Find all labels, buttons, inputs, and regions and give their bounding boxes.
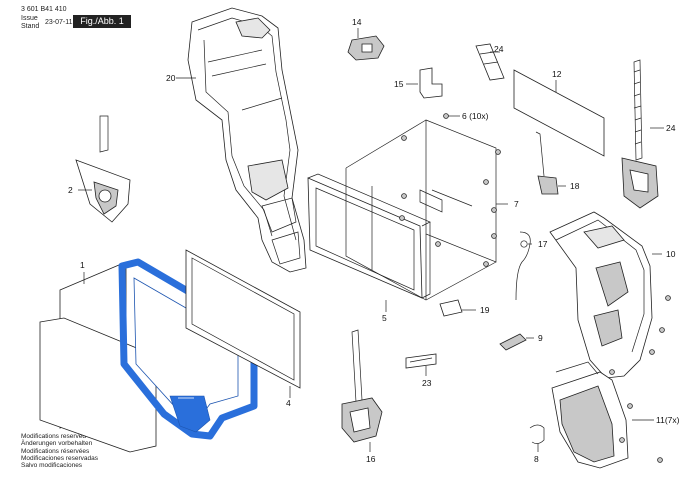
callout-4: 4 — [286, 398, 291, 408]
callout-6: 6 (10x) — [462, 111, 489, 121]
part-2-bracket — [75, 115, 131, 223]
part-14-clip — [347, 35, 385, 61]
part-17-spring — [515, 231, 531, 301]
note-es: Modificaciones reservadas — [21, 454, 98, 462]
callout-11: 11(7x) — [656, 415, 680, 425]
callout-5: 5 — [382, 313, 387, 323]
screw-icon — [609, 369, 615, 375]
screw-icon — [483, 179, 489, 185]
screw-icon — [401, 193, 407, 199]
part-5-display-frame — [307, 173, 431, 299]
screw-icon — [483, 261, 489, 267]
callout-18: 18 — [570, 181, 580, 191]
callout-9: 9 — [538, 333, 543, 343]
part-15-bracket — [419, 67, 443, 99]
callout-23: 23 — [422, 378, 432, 388]
part-12-film-sheet — [513, 69, 605, 157]
callout-7: 7 — [514, 199, 519, 209]
screw-icon — [627, 403, 633, 409]
screw-set-6 — [399, 113, 501, 267]
stand-label: Stand — [21, 23, 40, 30]
screw-icon — [401, 135, 407, 141]
callout-17: 17 — [538, 239, 548, 249]
part-10-front-housing — [549, 211, 653, 379]
note-de: Änderungen vorbehalten — [21, 440, 93, 448]
doc-number: 3 601 B41 410 — [21, 6, 67, 13]
screw-icon — [443, 113, 449, 119]
callout-14: 14 — [352, 17, 362, 27]
callout-24-gooseneck: 24 — [666, 123, 676, 133]
callout-16: 16 — [366, 454, 376, 464]
screw-icon — [665, 295, 671, 301]
screw-icon — [491, 233, 497, 239]
screw-set-11 — [609, 295, 671, 463]
screw-icon — [495, 149, 501, 155]
callout-8: 8 — [534, 454, 539, 464]
screw-icon — [491, 207, 497, 213]
screw-icon — [649, 349, 655, 355]
callout-20: 20 — [166, 73, 176, 83]
figure-label: Fig./Abb. 1 — [73, 15, 131, 28]
note-fr: Modifications réservées — [21, 447, 90, 455]
modification-notes: Modifications reserved Änderungen vorbeh… — [21, 433, 98, 469]
part-23-label — [405, 353, 437, 369]
part-20-rear-housing — [187, 7, 307, 273]
part-24-gooseneck — [621, 59, 659, 209]
screw-icon — [399, 215, 405, 221]
screw-icon — [435, 241, 441, 247]
screw-icon — [659, 327, 665, 333]
note-en: Modifications reserved — [21, 433, 87, 440]
callout-19: 19 — [480, 305, 490, 315]
issue-date: 23-07-11 — [45, 19, 73, 26]
callout-15: 15 — [394, 79, 404, 89]
part-18-cable-clip — [535, 131, 559, 195]
part-7-chassis-frame — [345, 119, 497, 301]
callout-2: 2 — [68, 185, 73, 195]
part-4-window-pane — [185, 249, 301, 389]
part-9-latch — [499, 333, 527, 351]
screw-icon — [657, 457, 663, 463]
part-grip-housing — [551, 361, 629, 469]
issue-label: Issue — [21, 15, 38, 22]
part-16-cable-harness — [341, 329, 383, 443]
callout-24-strip: 24 — [494, 44, 504, 54]
callout-12: 12 — [552, 69, 562, 79]
screw-icon — [619, 437, 625, 443]
callout-1: 1 — [80, 260, 85, 270]
part-19-connector — [439, 299, 463, 317]
part-8-hook — [529, 424, 545, 444]
note-es-alt: Salvo modificaciones — [21, 462, 83, 470]
callout-10: 10 — [666, 249, 676, 259]
